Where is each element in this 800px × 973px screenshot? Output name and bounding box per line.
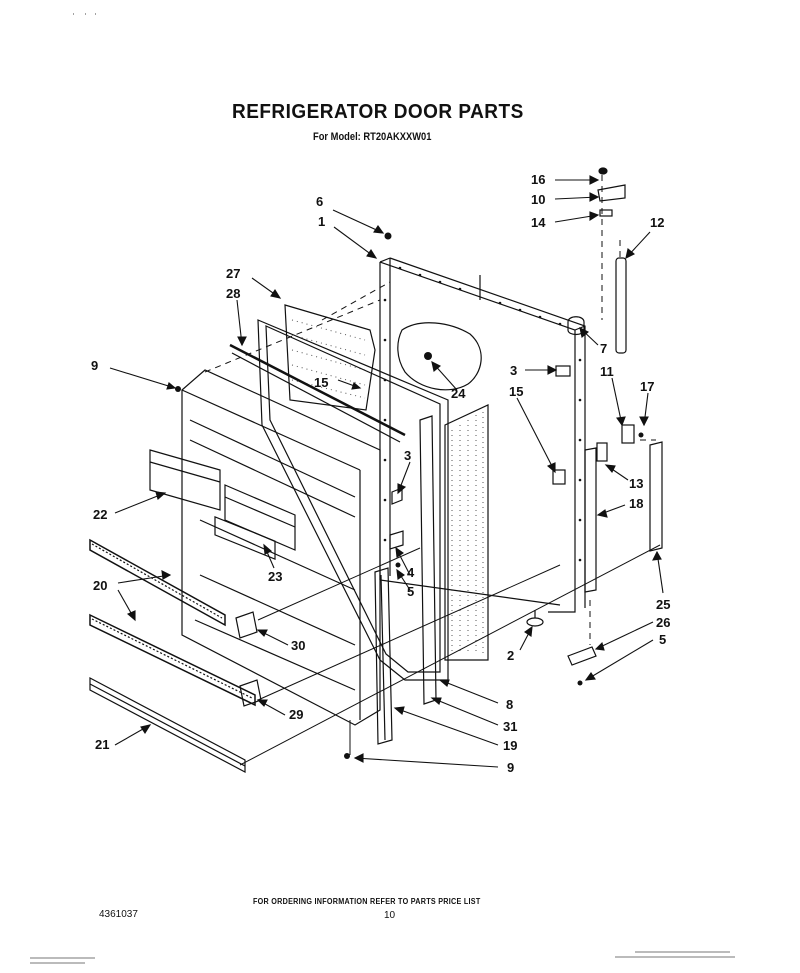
long-trim-bars: [89, 538, 256, 773]
callout-6: 6: [316, 194, 324, 209]
callout-2: 2: [507, 648, 515, 663]
callout-8: 8: [506, 697, 514, 712]
callout-14: 14: [531, 215, 546, 230]
callout-19: 19: [503, 738, 518, 753]
callout-10: 10: [531, 192, 546, 207]
callout-28: 28: [226, 286, 241, 301]
callout-5-center: 5: [407, 584, 415, 599]
model-subtitle: For Model: RT20AKXXW01: [313, 131, 432, 143]
diagram-title: REFRIGERATOR DOOR PARTS: [232, 101, 524, 123]
callout-4: 4: [407, 565, 415, 580]
screws: [175, 232, 644, 759]
callout-22: 22: [93, 507, 108, 522]
callout-7: 7: [600, 341, 608, 356]
gasket-strips: [229, 343, 406, 443]
door-liner-frame: [379, 257, 586, 613]
callout-27: 27: [226, 266, 241, 281]
callout-20: 20: [93, 578, 108, 593]
door-gasket: [257, 319, 449, 681]
callout-29: 29: [289, 707, 304, 722]
insulation-panel-tall: [444, 404, 489, 661]
callout-15-right: 15: [509, 384, 524, 399]
leader-arrows: [109, 175, 664, 768]
callout-23: 23: [268, 569, 283, 584]
ordering-note: FOR ORDERING INFORMATION REFER TO PARTS …: [253, 897, 481, 906]
callout-16: 16: [531, 172, 546, 187]
callout-31: 31: [503, 719, 518, 734]
callout-3-right: 3: [510, 363, 518, 378]
callout-13: 13: [629, 476, 644, 491]
callout-9-bottom: 9: [507, 760, 515, 775]
page-number: 10: [384, 910, 396, 921]
callout-9-top: 9: [91, 358, 99, 373]
callout-12: 12: [650, 215, 665, 230]
callout-3-center: 3: [404, 448, 412, 463]
callout-5-right: 5: [659, 632, 667, 647]
insulation-panel-upper: [284, 304, 376, 411]
part-number: 4361037: [99, 909, 138, 920]
callout-26: 26: [656, 615, 671, 630]
callout-11: 11: [600, 364, 614, 379]
callout-30: 30: [291, 638, 306, 653]
callout-17: 17: [640, 379, 655, 394]
callout-24: 24: [451, 386, 466, 401]
callout-18: 18: [629, 496, 644, 511]
door-shelf-bars: [149, 449, 296, 551]
hinge-hardware: [389, 167, 663, 666]
callout-21: 21: [95, 737, 110, 752]
inner-door-panel: [181, 369, 381, 726]
dashed-construction-lines: [204, 175, 656, 645]
callout-1: 1: [318, 214, 326, 229]
callout-15-left: 15: [314, 375, 329, 390]
frame-rivets: [383, 266, 582, 562]
tie-lines: [239, 544, 661, 766]
callout-25: 25: [656, 597, 671, 612]
